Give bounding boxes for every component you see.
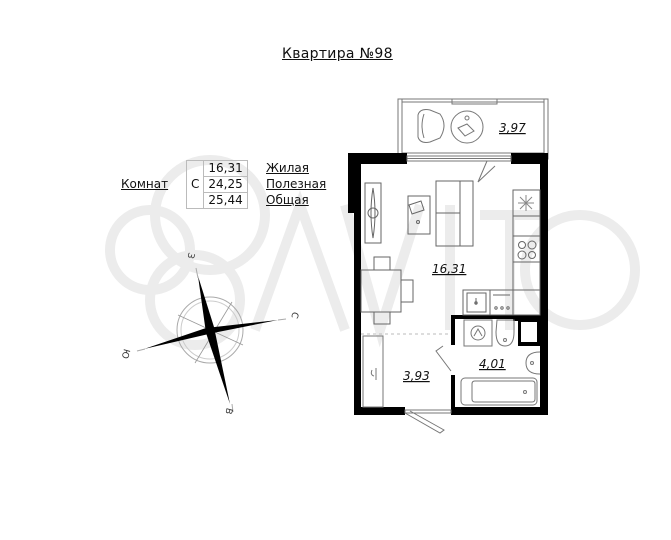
total-area-value: 25,44 [203,192,248,209]
living-room-area: 16,31 [432,262,466,276]
walls [348,153,548,415]
compass-rose [136,267,287,413]
balcony-area: 3,97 [499,121,526,135]
useful-area-value: 24,25 [203,176,248,193]
compass-north-label: С [288,311,299,320]
rooms-label: Комнат [121,177,169,191]
table-row: С 16,31 [185,160,248,209]
bathroom-fixtures [460,319,541,406]
table-row: 25,44 [187,192,248,209]
living-area-value: 16,31 [203,160,248,177]
hall-area: 3,93 [403,369,430,383]
living-furniture [360,180,541,325]
total-area-label: Общая [266,193,309,207]
useful-area-label: Полезная [266,177,327,191]
hall-furniture [361,333,452,434]
apartment-title: Квартира №98 [282,46,393,62]
compass-south-label: Ю [119,348,131,360]
area-table: С 16,31 24,25 25,44 [185,160,248,209]
compass-west-label: З [184,251,195,259]
living-area-label: Жилая [266,161,309,175]
area-labels: Жилая Полезная Общая [266,160,326,208]
bathroom-area: 4,01 [479,357,506,371]
compass-east-label: В [222,407,233,416]
window [406,155,512,183]
room-type: С [185,160,205,209]
